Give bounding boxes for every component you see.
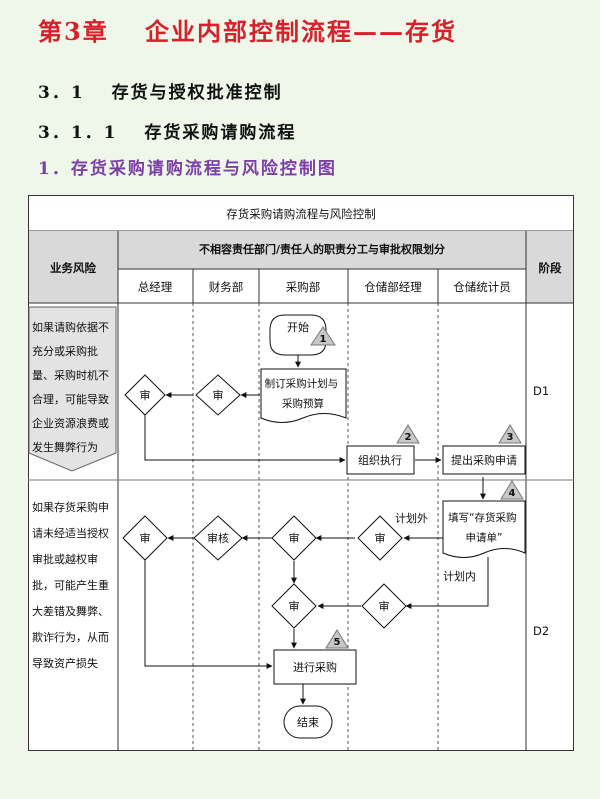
figure-title: 1．存货采购请购流程与风险控制图 (38, 159, 337, 179)
fill-form-document (442, 500, 526, 558)
risk-text-1: 如果请购依据不 充分或采购批 量、采购时机不 合理，可能导致 企业资源浪费或 发… (32, 320, 113, 454)
section-heading: 3．1 存货与授权批准控制 (38, 83, 283, 103)
badge-2 (396, 424, 420, 444)
label-in-plan: 计划内 (443, 569, 476, 583)
badge-4-label: 4 (509, 488, 516, 499)
risk-column-header: 业务风险 (50, 261, 96, 275)
badge-5 (325, 629, 349, 649)
decision-warehouse-2-label: 审 (379, 599, 390, 613)
decision-gm-2 (122, 515, 168, 561)
dept-warehouse-manager: 仓储部经理 (364, 280, 422, 294)
execute-purchase-label: 进行采购 (293, 660, 337, 674)
risk-panel-1 (28, 306, 117, 472)
submit-request-label: 提出采购申请 (451, 453, 517, 467)
start-label: 开始 (287, 320, 309, 334)
badge-4 (500, 480, 524, 500)
badge-1-label: 1 (320, 334, 327, 345)
badge-5-label: 5 (334, 637, 341, 648)
risk-text-2: 如果存货采购申 请未经适当授权 审批或越权审 批，可能产生重 大差错及舞弊、 欺… (32, 500, 113, 670)
decision-gm-1-label: 审 (140, 388, 151, 402)
subsection-heading: 3．1．1 存货采购请购流程 (38, 123, 297, 143)
badge-3-label: 3 (507, 432, 514, 443)
responsibility-header: 不相容责任部门/责任人的职责分工与审批权限划分 (199, 242, 445, 256)
dept-general-manager: 总经理 (138, 280, 173, 294)
decision-warehouse-2 (361, 583, 407, 629)
decision-purchasing-1 (271, 515, 317, 561)
label-out-of-plan: 计划外 (395, 512, 428, 525)
chapter-heading: 第3章 企业内部控制流程——存货 (38, 17, 458, 46)
submit-request-box (442, 445, 526, 475)
organize-label: 组织执行 (358, 453, 402, 467)
stage-d1: D1 (533, 384, 549, 398)
badge-2-label: 2 (405, 432, 412, 443)
dept-warehouse-clerk: 仓储统计员 (453, 280, 511, 294)
end-label: 结束 (297, 716, 319, 729)
organize-box (346, 445, 415, 475)
decision-gm-2-label: 审 (140, 531, 151, 545)
plan-document (260, 368, 347, 423)
decision-finance-1 (195, 374, 241, 416)
decision-purchasing-2-label: 审 (289, 599, 300, 613)
dept-finance: 财务部 (209, 280, 244, 294)
decision-warehouse-1 (357, 515, 403, 561)
fill-form-label: 填写“存货采购 申请单” (448, 511, 520, 544)
execute-purchase-box (273, 649, 357, 685)
badge-3 (498, 424, 522, 444)
review-finance (193, 515, 243, 561)
end-node (283, 705, 333, 739)
stage-d2: D2 (533, 624, 549, 638)
decision-warehouse-1-label: 审 (375, 531, 386, 545)
dept-purchasing: 采购部 (286, 280, 321, 294)
decision-purchasing-2 (271, 583, 317, 629)
decision-gm-1 (124, 374, 166, 416)
decision-finance-1-label: 审 (213, 388, 224, 402)
stage-column-header: 阶段 (539, 261, 562, 275)
badge-1 (310, 326, 336, 346)
flowchart: 存货采购请购流程与风险控制 业务风险 不相容责任部门/责任人的职责分工与审批权限… (28, 195, 574, 751)
diagram-title: 存货采购请购流程与风险控制 (226, 207, 376, 221)
review-finance-label: 审核 (207, 531, 229, 545)
decision-purchasing-1-label: 审 (289, 531, 300, 545)
plan-label: 制订采购计划与 采购预算 (265, 377, 342, 410)
